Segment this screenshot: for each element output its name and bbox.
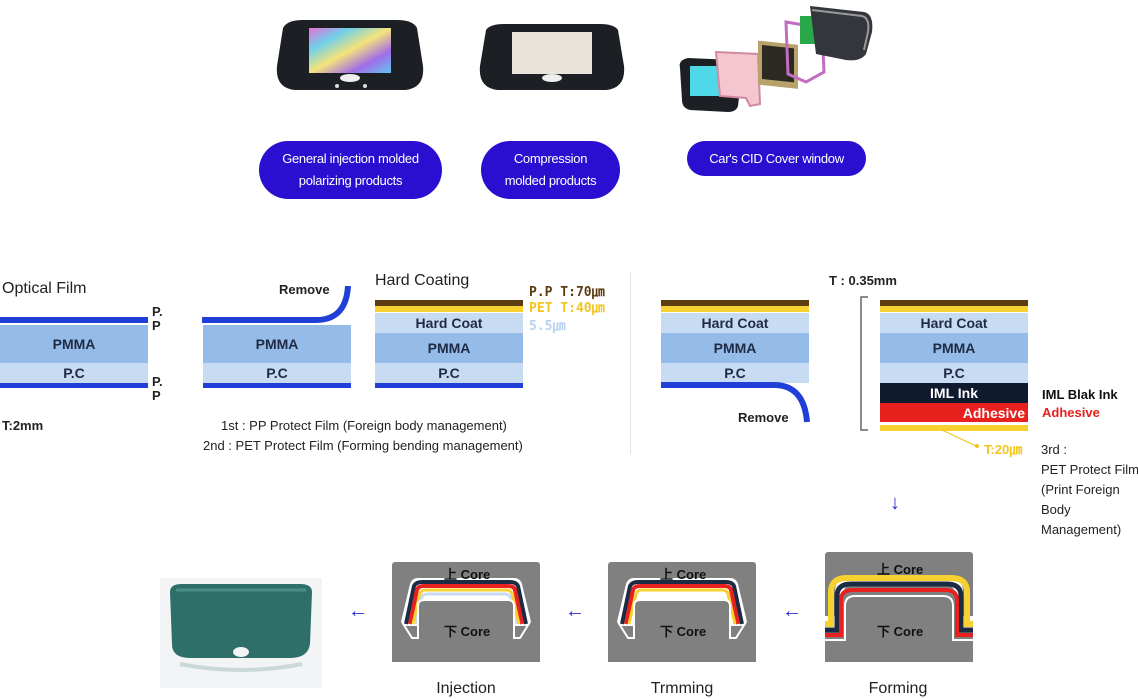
pp-label-top: P. P bbox=[152, 304, 163, 333]
product-label-polarizing: General injection molded polarizing prod… bbox=[259, 141, 442, 199]
lower-core-label: 下 Core bbox=[877, 624, 924, 639]
product-label-line2: molded products bbox=[504, 173, 597, 188]
final-product-image bbox=[160, 578, 322, 688]
upper-core-label: 上 Core bbox=[877, 562, 924, 577]
legend-hard-coat: 5.5㎛ bbox=[529, 319, 566, 334]
pmma-layer: PMMA bbox=[0, 325, 148, 363]
thickness-label: T:2mm bbox=[2, 418, 44, 433]
hard-coat-layer: Hard Coat bbox=[661, 313, 809, 333]
product-label-line1: General injection molded bbox=[282, 151, 419, 166]
lower-core-label: 下 Core bbox=[660, 624, 707, 639]
remove-label: Remove bbox=[279, 282, 330, 297]
third-film-line: PET Protect Film bbox=[1041, 462, 1138, 477]
left-arrow-icon: ← bbox=[782, 600, 802, 622]
pmma-layer: PMMA bbox=[880, 333, 1028, 363]
adhesive-layer-label: Adhesive bbox=[962, 404, 1025, 421]
left-arrow-icon: ← bbox=[565, 600, 585, 622]
cid-cover-exploded-image bbox=[679, 6, 873, 112]
pp-layer bbox=[375, 300, 523, 306]
note-first: 1st : PP Protect Film (Foreign body mana… bbox=[221, 418, 507, 433]
third-film-line: (Print Foreign bbox=[1041, 482, 1120, 497]
polarizing-product-image bbox=[276, 20, 424, 90]
pet-layer bbox=[661, 306, 809, 312]
step-label-trimming: Trmming bbox=[650, 680, 714, 697]
adhesive-side-label: Adhesive bbox=[1042, 405, 1100, 420]
product-label-line1: Compression bbox=[513, 151, 588, 166]
product-label-line2: polarizing products bbox=[298, 173, 403, 188]
pet-layer bbox=[375, 306, 523, 312]
product-label-line1: Car's CID Cover window bbox=[709, 150, 844, 166]
pet-layer bbox=[880, 306, 1028, 312]
down-arrow-icon: ↓ bbox=[890, 492, 900, 514]
third-film-label: 3rd : PET Protect Film (Print Foreign Bo… bbox=[1041, 440, 1138, 540]
step-label-forming: Forming bbox=[868, 680, 928, 697]
trimming-mold-diagram bbox=[608, 562, 756, 662]
optical-film-title: Optical Film bbox=[2, 280, 87, 297]
third-film-line: Body bbox=[1041, 502, 1071, 517]
product-label-compression: Compression molded products bbox=[481, 141, 620, 199]
forming-mold-diagram bbox=[825, 552, 973, 662]
step-label-injection: Injection bbox=[436, 680, 496, 697]
thickness-bracket bbox=[860, 296, 868, 431]
legend-pp: P.P T:70㎛ bbox=[529, 285, 605, 300]
t20-label: T:20㎛ bbox=[984, 442, 1023, 457]
hard-coat-layer: Hard Coat bbox=[375, 313, 523, 333]
upper-core-label: 上 Core bbox=[444, 567, 491, 582]
thickness-label: T : 0.35mm bbox=[829, 273, 897, 288]
hard-coating-title: Hard Coating bbox=[375, 272, 470, 289]
injection-mold-diagram bbox=[392, 562, 540, 662]
pc-layer: P.C bbox=[203, 363, 351, 383]
pc-layer: P.C bbox=[375, 363, 523, 383]
pp-film-bottom bbox=[375, 383, 523, 388]
upper-core-label: 上 Core bbox=[660, 567, 707, 582]
pmma-layer: PMMA bbox=[661, 333, 809, 363]
pp-layer bbox=[880, 300, 1028, 306]
peeled-film-curve bbox=[661, 382, 810, 423]
pet-protect-layer bbox=[880, 425, 1028, 431]
pmma-layer: PMMA bbox=[375, 333, 523, 363]
peeled-film-curve bbox=[202, 285, 351, 323]
pp-label-bottom: P. P bbox=[152, 374, 163, 403]
pp-film-bottom bbox=[203, 383, 351, 388]
iml-black-ink-label: IML Blak Ink bbox=[1042, 387, 1118, 402]
pc-layer: P.C bbox=[0, 363, 148, 383]
adhesive-layer: Adhesive bbox=[880, 403, 1028, 422]
compression-product-image bbox=[479, 24, 625, 90]
iml-ink-layer: IML Ink bbox=[880, 383, 1028, 403]
remove-label: Remove bbox=[738, 410, 789, 425]
pc-layer: P.C bbox=[880, 363, 1028, 383]
note-second: 2nd : PET Protect Film (Forming bending … bbox=[203, 438, 523, 453]
pp-layer bbox=[661, 300, 809, 306]
hard-coat-layer: Hard Coat bbox=[880, 313, 1028, 333]
product-label-cid-cover: Car's CID Cover window bbox=[687, 141, 866, 176]
left-arrow-icon: ← bbox=[348, 600, 368, 622]
pp-film-bottom bbox=[0, 383, 148, 388]
pp-film-top bbox=[0, 317, 148, 323]
section-divider bbox=[630, 272, 631, 454]
pc-layer: P.C bbox=[661, 363, 809, 383]
t20-leader-line bbox=[941, 429, 979, 448]
legend-pet: PET T:40㎛ bbox=[529, 301, 605, 316]
lower-core-label: 下 Core bbox=[444, 624, 491, 639]
third-film-line: 3rd : bbox=[1041, 442, 1068, 457]
third-film-line: Management) bbox=[1041, 522, 1122, 537]
pmma-layer: PMMA bbox=[203, 325, 351, 363]
